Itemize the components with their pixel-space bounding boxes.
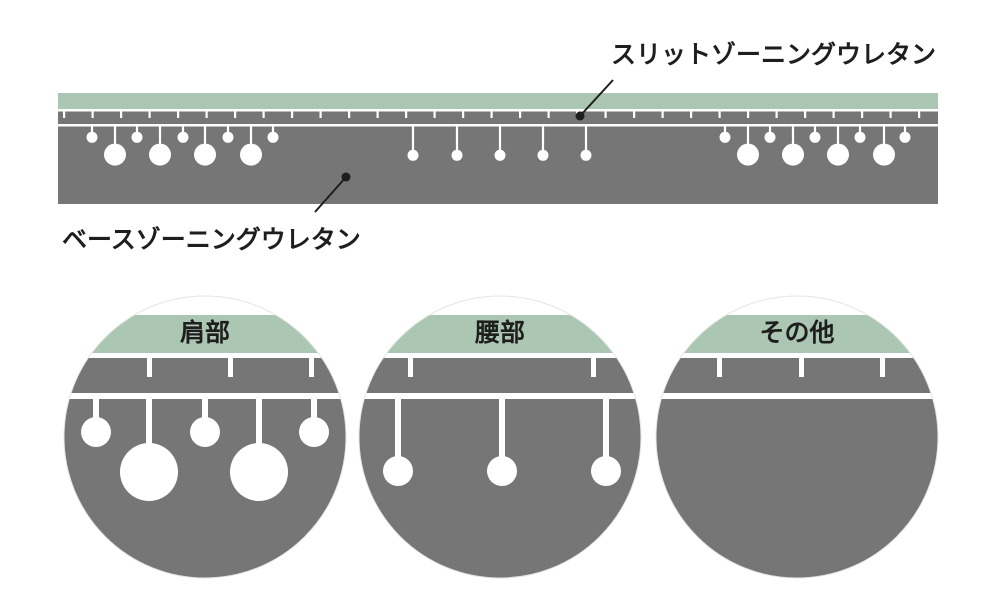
waist-drop bbox=[537, 125, 549, 161]
slit-leader bbox=[575, 79, 614, 121]
slit-tick bbox=[405, 109, 408, 118]
waist-zone-detail: 腰部 bbox=[358, 295, 642, 579]
slit-tick bbox=[291, 109, 294, 118]
slit-tick bbox=[376, 109, 379, 118]
base-leader bbox=[314, 172, 351, 213]
slit-tick bbox=[775, 109, 778, 118]
zone-divider-line bbox=[58, 124, 938, 127]
slit-tick bbox=[91, 109, 94, 118]
slit-tick bbox=[747, 109, 750, 118]
slit-tick bbox=[804, 109, 807, 118]
slit-tick bbox=[633, 109, 636, 118]
waist-drop bbox=[494, 125, 506, 161]
shoulder-large-drop bbox=[827, 125, 849, 166]
shoulder-large-drop bbox=[737, 125, 759, 166]
slit-tick bbox=[120, 109, 123, 118]
slit-tick bbox=[519, 109, 522, 118]
slit-tick bbox=[604, 109, 607, 118]
slit-tick bbox=[205, 109, 208, 118]
shoulder-large-drop bbox=[782, 125, 804, 166]
slit-tick bbox=[234, 109, 237, 118]
shoulder-small-drop bbox=[854, 125, 866, 143]
slit-tick bbox=[889, 109, 892, 118]
shoulder-zone-detail: 肩部 bbox=[63, 295, 347, 579]
slit-ticks bbox=[63, 109, 921, 118]
top-green-layer bbox=[58, 93, 938, 109]
slit-tick bbox=[177, 109, 180, 118]
slit-tick bbox=[690, 109, 693, 118]
shoulder-small-drop bbox=[177, 125, 189, 143]
slit-tick bbox=[148, 109, 151, 118]
waist-drop bbox=[451, 125, 463, 161]
shoulder-large-drop bbox=[240, 125, 262, 166]
slit-tick bbox=[433, 109, 436, 118]
slit-tick bbox=[861, 109, 864, 118]
slit-tick bbox=[262, 109, 265, 118]
shoulder-small-drop bbox=[899, 125, 911, 143]
slit-tick bbox=[319, 109, 322, 118]
other-zone-detail: その他 bbox=[655, 295, 939, 579]
shoulder-small-drop bbox=[764, 125, 776, 143]
slit-tick bbox=[718, 109, 721, 118]
slit-top-line bbox=[58, 109, 938, 112]
slit-zoning-urethane-label: スリットゾーニングウレタン bbox=[611, 40, 936, 69]
shoulder-large-drop bbox=[873, 125, 895, 166]
slit-tick bbox=[490, 109, 493, 118]
shoulder-small-drop bbox=[131, 125, 143, 143]
zone-label-waist: 腰部 bbox=[474, 318, 525, 347]
slit-tick bbox=[918, 109, 921, 118]
waist-drop bbox=[407, 125, 419, 161]
slit-tick bbox=[547, 109, 550, 118]
shoulder-large-drop bbox=[149, 125, 171, 166]
slit-tick bbox=[462, 109, 465, 118]
shoulder-small-drop bbox=[86, 125, 98, 143]
zone-label-shoulder: 肩部 bbox=[180, 318, 230, 347]
shoulder-small-drop bbox=[267, 125, 279, 143]
zoning-drops bbox=[86, 125, 911, 166]
shoulder-large-drop bbox=[104, 125, 126, 166]
shoulder-large-drop bbox=[194, 125, 216, 166]
waist-drop bbox=[580, 125, 592, 161]
slit-tick bbox=[63, 109, 66, 118]
zone-label-other: その他 bbox=[759, 318, 834, 347]
slit-tick bbox=[832, 109, 835, 118]
mattress-section bbox=[58, 93, 938, 204]
base-zoning-urethane-label: ベースゾーニングウレタン bbox=[62, 225, 361, 254]
slit-tick bbox=[661, 109, 664, 118]
shoulder-small-drop bbox=[719, 125, 731, 143]
slit-tick bbox=[348, 109, 351, 118]
shoulder-small-drop bbox=[809, 125, 821, 143]
shoulder-small-drop bbox=[222, 125, 234, 143]
